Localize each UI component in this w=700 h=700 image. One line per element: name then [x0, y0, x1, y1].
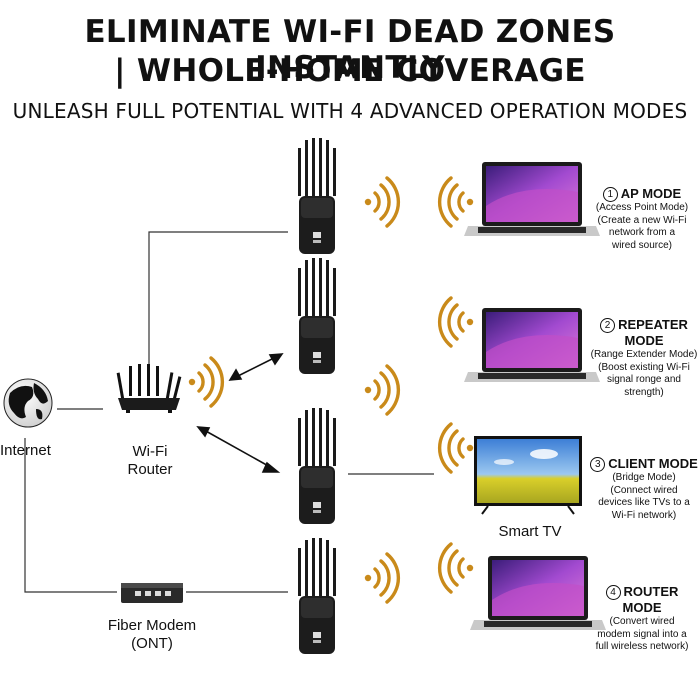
extender-icon — [298, 538, 336, 654]
modem-label-line2: (ONT) — [131, 635, 173, 652]
internet-label: Internet — [0, 442, 51, 459]
mode-client-description: (Bridge Mode) (Connect wired devices lik… — [598, 472, 690, 521]
mode-repeater-description: (Range Extender Mode) (Boost existing Wi… — [590, 349, 698, 398]
router-icon — [116, 364, 182, 413]
double-arrow-icon — [196, 426, 281, 473]
connection-lines — [24, 231, 434, 593]
router-label: Wi-Fi Router — [114, 443, 186, 479]
wifi-signal-icon — [363, 176, 401, 228]
double-arrow-icon — [228, 353, 284, 381]
modem-icon — [121, 583, 183, 603]
wifi-signal-icon — [363, 552, 401, 604]
mode-title-text: REPEATER MODE — [618, 317, 688, 348]
mode-number-badge: 2 — [600, 318, 616, 333]
tv-icon — [474, 436, 582, 515]
modem-label-line1: Fiber Modem — [107, 617, 197, 634]
mode-number-badge: 4 — [605, 585, 621, 600]
wifi-signal-icon — [187, 356, 225, 408]
smart-tv-label: Smart TV — [498, 523, 562, 540]
laptop-icon — [464, 162, 600, 236]
subtitle: UNLEASH FULL POTENTIAL WITH 4 ADVANCED O… — [12, 99, 688, 123]
extender-icon — [298, 138, 336, 254]
laptop-icon — [464, 308, 600, 382]
wifi-signal-icon — [440, 424, 474, 472]
wifi-signal-icon — [440, 544, 474, 592]
line-router-ap — [148, 231, 288, 372]
mode-number-badge: 1 — [602, 187, 618, 202]
globe-icon — [3, 378, 53, 428]
modem-label: Fiber Modem (ONT) — [98, 617, 206, 653]
mode-title-text: ROUTER MODE — [622, 584, 679, 615]
mode-number-badge: 3 — [590, 457, 606, 472]
mode-title-text: CLIENT MODE — [608, 456, 698, 471]
mode-ap-description: (Access Point Mode) (Create a new Wi-Fi … — [595, 202, 689, 251]
extender-icon — [298, 408, 336, 524]
title-line-2: | WHOLE-HOME COVERAGE — [114, 53, 586, 89]
mode-router-description: (Convert wired modem signal into a full … — [595, 616, 689, 652]
router-label-line1: Wi-Fi — [132, 443, 168, 460]
wifi-signal-icon — [440, 178, 474, 226]
router-label-line2: Router — [127, 461, 173, 478]
line-internet-modem — [24, 438, 117, 593]
title-line-1: ELIMINATE WI-FI DEAD ZONES INSTANTLY — [84, 14, 616, 86]
mode-title-text: AP MODE — [620, 186, 682, 201]
wifi-signal-icon — [440, 298, 474, 346]
extender-icon — [298, 258, 336, 374]
wifi-signal-icon — [363, 364, 401, 416]
